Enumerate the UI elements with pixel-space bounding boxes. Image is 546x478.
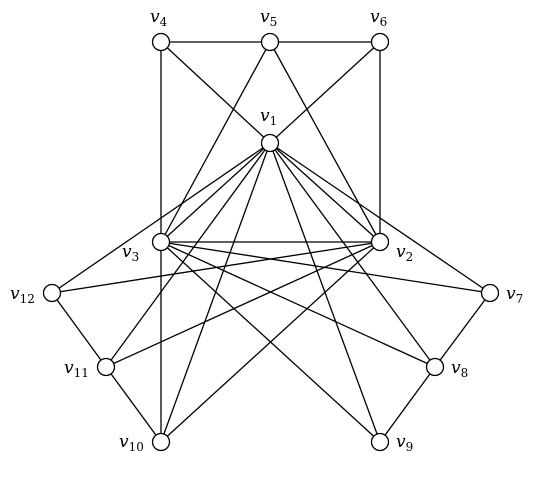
node-label-subscript: 5 — [270, 15, 278, 29]
node-label-subscript: 10 — [129, 440, 144, 454]
node-v7 — [480, 283, 500, 303]
node-v10 — [151, 432, 171, 452]
node-label-base: v — [396, 432, 406, 452]
edge-v5-v2 — [269, 41, 381, 243]
node-label-v10: v10 — [119, 432, 144, 454]
edge-v11-v10 — [105, 366, 162, 443]
edge-v2-v10 — [160, 241, 381, 443]
node-label-v9: v9 — [396, 432, 413, 454]
node-label-v4: v4 — [150, 7, 168, 29]
node-label-base: v — [451, 358, 461, 378]
node-v4 — [151, 32, 171, 52]
edge-v8-v9 — [379, 366, 436, 443]
node-label-subscript: 3 — [132, 250, 140, 264]
node-label-subscript: 2 — [406, 250, 414, 264]
node-label-subscript: 8 — [461, 366, 469, 380]
node-label-base: v — [260, 7, 270, 27]
node-label-subscript: 11 — [74, 366, 89, 380]
node-label-v6: v6 — [370, 7, 387, 29]
edge-v1-v12 — [51, 142, 271, 294]
node-label-v11: v11 — [64, 358, 89, 380]
node-label-v12: v12 — [10, 284, 35, 306]
node-v11 — [96, 357, 116, 377]
edge-v1-v2 — [269, 142, 381, 243]
node-label-base: v — [150, 7, 160, 27]
node-label-subscript: 6 — [380, 15, 388, 29]
edge-v2-v11 — [105, 241, 381, 368]
node-label-base: v — [64, 358, 74, 378]
node-label-v2: v2 — [396, 242, 413, 264]
edge-v12-v11 — [51, 292, 107, 368]
node-label-v1: v1 — [260, 106, 277, 128]
node-label-base: v — [122, 242, 132, 262]
edge-v4-v1 — [160, 41, 271, 144]
node-label-subscript: 12 — [20, 292, 35, 306]
edge-v7-v8 — [434, 292, 491, 368]
edge-v5-v3 — [160, 41, 271, 243]
node-v2 — [370, 232, 390, 252]
edge-v2-v12 — [51, 241, 381, 294]
node-label-v5: v5 — [260, 7, 277, 29]
node-v3 — [151, 232, 171, 252]
node-label-subscript: 4 — [160, 15, 168, 29]
edge-v1-v3 — [160, 142, 271, 243]
node-v9 — [370, 432, 390, 452]
edge-layer — [51, 41, 491, 443]
node-v1 — [260, 133, 280, 153]
node-v8 — [425, 357, 445, 377]
node-label-base: v — [370, 7, 380, 27]
node-label-v8: v8 — [451, 358, 468, 380]
node-label-subscript: 9 — [406, 440, 414, 454]
node-label-base: v — [260, 106, 270, 126]
node-v12 — [42, 283, 62, 303]
node-label-base: v — [396, 242, 406, 262]
node-label-subscript: 1 — [270, 114, 278, 128]
node-label-base: v — [119, 432, 129, 452]
node-label-v3: v3 — [122, 242, 139, 264]
node-label-base: v — [10, 284, 20, 304]
node-label-v7: v7 — [506, 284, 523, 306]
edge-v1-v7 — [269, 142, 491, 294]
edge-v6-v1 — [269, 41, 381, 144]
node-label-base: v — [506, 284, 516, 304]
node-v6 — [370, 32, 390, 52]
node-label-subscript: 7 — [516, 292, 524, 306]
edge-v3-v8 — [160, 241, 436, 368]
node-layer — [42, 32, 500, 452]
node-v5 — [260, 32, 280, 52]
